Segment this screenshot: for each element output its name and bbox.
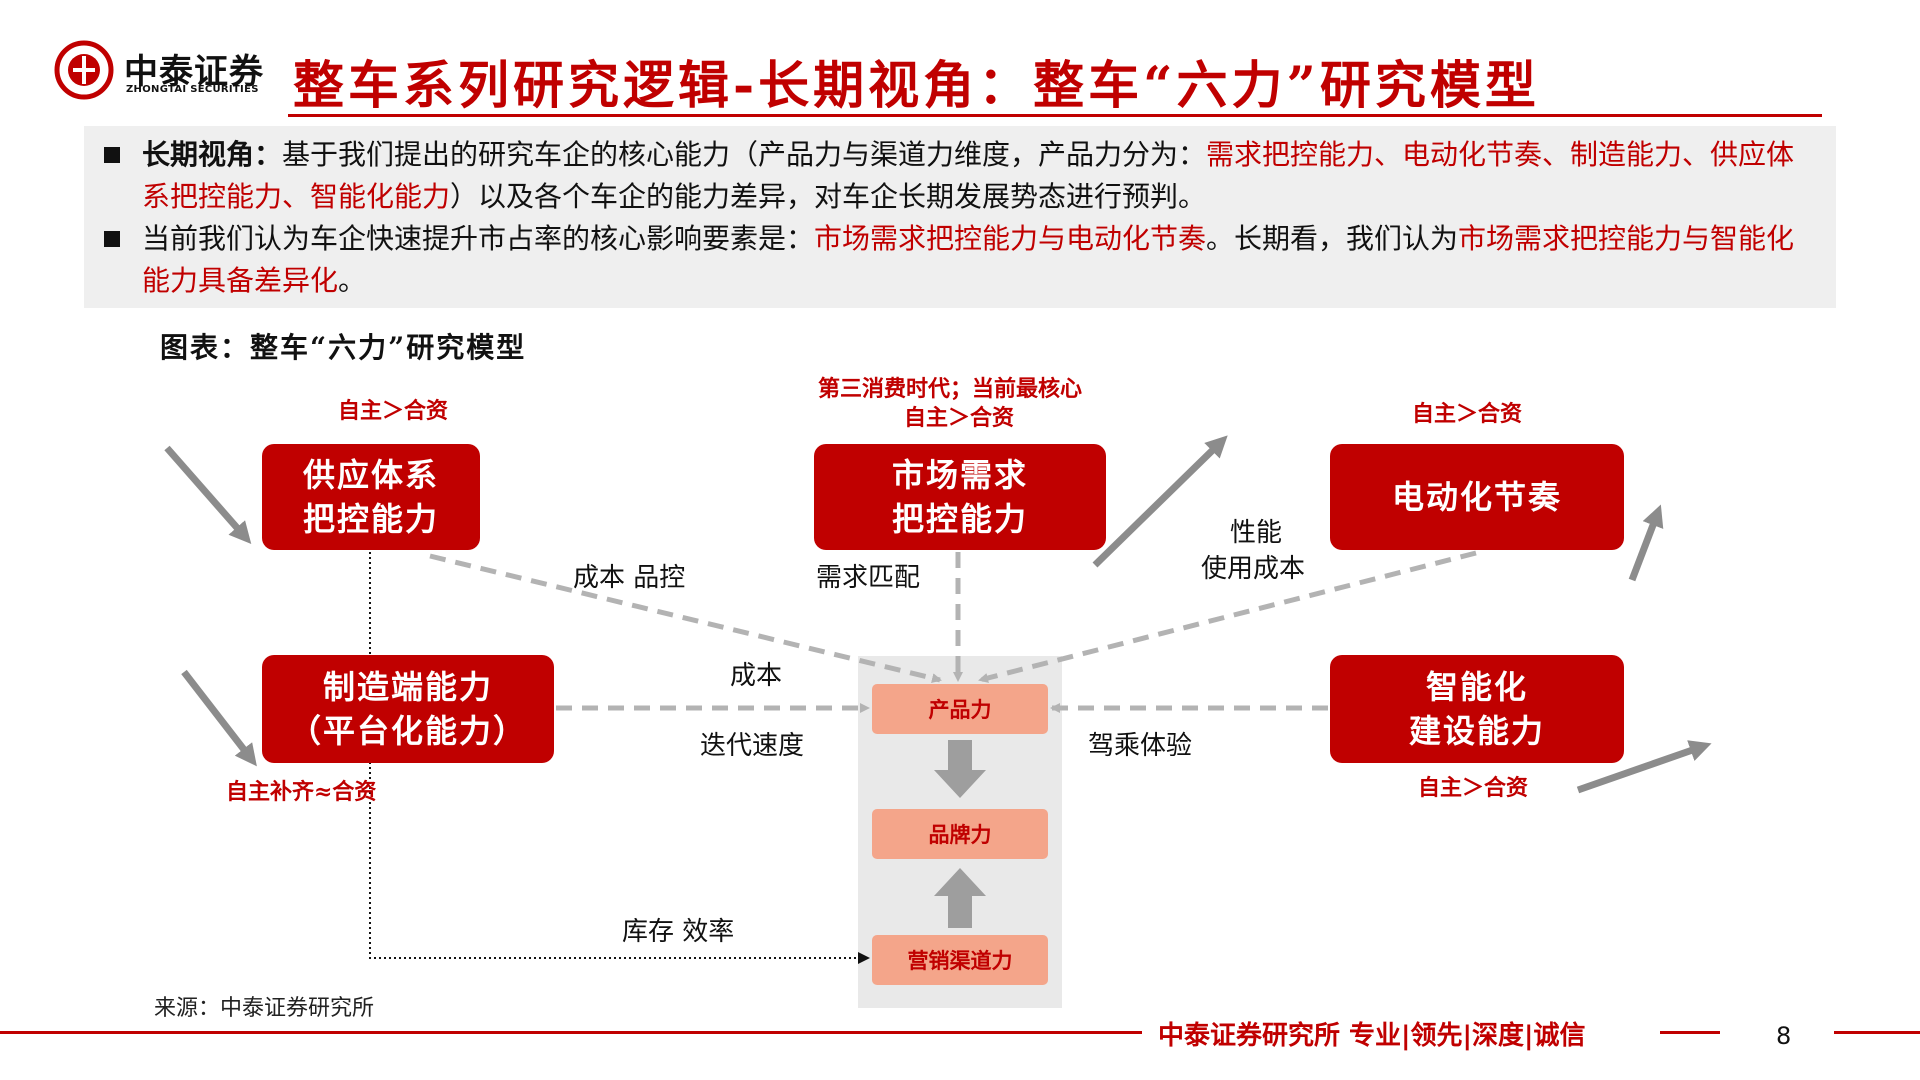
footer-tagline: 中泰证券研究所 专业|领先|深度|诚信 [1158, 1021, 1586, 1051]
logo-company-name: 中泰证券 [124, 52, 264, 92]
edge-label-market: 需求匹配 [816, 563, 921, 593]
arrow-channel-to-brand-icon [934, 868, 986, 928]
trend-arrow-ev [1628, 504, 1664, 582]
bullet-1-text-a: 基于我们提出的研究车企的核心能力（产品力与渠道力维度，产品力分为： [282, 138, 1207, 171]
edge-label-supply: 成本 品控 [573, 563, 686, 593]
zhongtai-logo-icon [54, 40, 114, 100]
edge-supply-to-product [429, 553, 942, 683]
pill-brand-power: 品牌力 [872, 809, 1048, 859]
bullet-2-text-c: 。 [338, 264, 367, 297]
arrow-product-to-brand-icon [934, 740, 986, 798]
box-supply-control: 供应体系 把控能力 [262, 444, 480, 550]
note-supply: 自主＞合资 [338, 398, 449, 424]
edge-label-channel: 库存 效率 [622, 917, 735, 947]
box-market-demand: 市场需求 把控能力 [814, 444, 1106, 550]
footer-divider [1834, 1031, 1920, 1034]
bullet-2-text-a: 当前我们认为车企快速提升市占率的核心影响要素是： [142, 222, 815, 255]
note-manufacture: 自主补齐≈合资 [226, 779, 377, 805]
edge-label-smart: 驾乘体验 [1088, 731, 1193, 761]
note-market-2: 自主＞合资 [904, 405, 1015, 431]
bullet-1-highlight: 需求把控能力、电动化节奏、制造能力、供应体系把控能力、智能化能力 [142, 138, 1795, 213]
title-divider [288, 114, 1822, 117]
logo-company-name-en: ZHONGTAI SECURITIES [126, 84, 259, 95]
trend-arrow-supply [164, 445, 252, 545]
bullet-2-text-b: 。长期看，我们认为 [1206, 222, 1459, 255]
bullet-square-icon [104, 231, 120, 247]
edge-label-ev-1: 性能 [1230, 518, 1283, 548]
bullet-2-highlight-b: 市场需求把控能力与智能化能力具备差异化 [142, 222, 1795, 297]
box-smart-capability: 智能化 建设能力 [1330, 655, 1624, 763]
source-note: 来源：中泰证券研究所 [154, 996, 375, 1021]
pill-channel-power: 营销渠道力 [872, 935, 1048, 985]
bullet-2-highlight-a: 市场需求把控能力与电动化节奏 [814, 222, 1207, 255]
trend-arrow-manufacture [181, 669, 257, 767]
summary-panel: 长期视角：基于我们提出的研究车企的核心能力（产品力与渠道力维度，产品力分为：需求… [84, 126, 1836, 308]
note-market-1: 第三消费时代；当前最核心 [818, 376, 1083, 402]
summary-bullet-2: 当前我们认为车企快速提升市占率的核心影响要素是：市场需求把控能力与电动化节奏。长… [104, 218, 1814, 302]
box-ev-pace: 电动化节奏 [1330, 444, 1624, 550]
bullet-square-icon [104, 147, 120, 163]
box-manufacturing: 制造端能力 （平台化能力） [262, 655, 554, 763]
page-title: 整车系列研究逻辑-长期视角：整车“六力”研究模型 [293, 56, 1540, 116]
bullet-1-text-b: ）以及各个车企的能力差异，对车企长期发展势态进行预判。 [450, 180, 1207, 213]
note-ev: 自主＞合资 [1412, 401, 1523, 427]
edge-label-manufacture-bottom: 迭代速度 [700, 731, 805, 761]
page-number: 8 [1776, 1022, 1792, 1050]
trend-arrow-market [1092, 435, 1228, 568]
trend-arrow-smart [1576, 740, 1712, 794]
pill-product-power: 产品力 [872, 684, 1048, 734]
note-smart: 自主＞合资 [1418, 775, 1529, 801]
edge-label-manufacture-top: 成本 [730, 661, 783, 691]
edge-label-ev-2: 使用成本 [1201, 554, 1306, 584]
figure-title: 图表：整车“六力”研究模型 [160, 331, 527, 364]
footer-divider [1660, 1031, 1720, 1034]
edge-ev-to-product [978, 550, 1477, 683]
footer-divider [0, 1031, 1142, 1034]
bullet-1-lead: 长期视角： [142, 138, 283, 171]
summary-bullet-1: 长期视角：基于我们提出的研究车企的核心能力（产品力与渠道力维度，产品力分为：需求… [104, 134, 1814, 218]
